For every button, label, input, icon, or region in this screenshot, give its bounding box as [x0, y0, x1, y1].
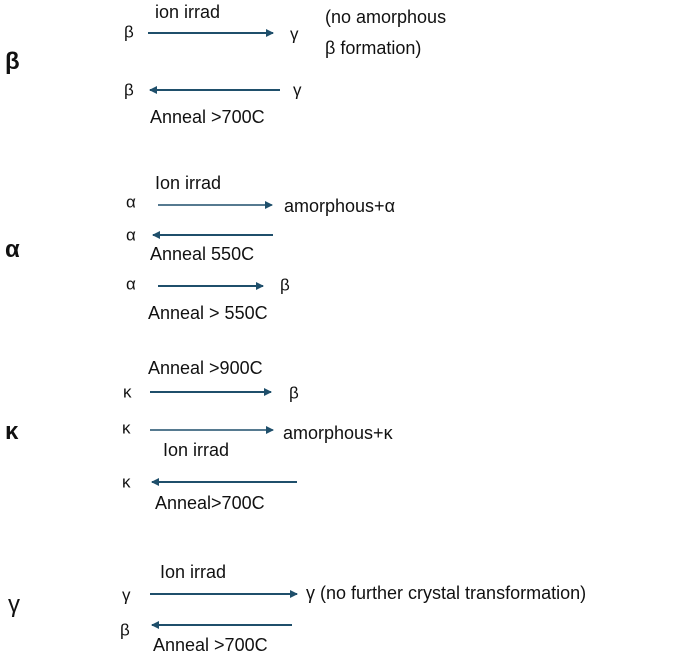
phase-symbol: β: [280, 275, 290, 295]
process-label: Ion irrad: [155, 173, 222, 193]
phase-symbol: γ: [290, 24, 299, 44]
section-label-gamma: γ: [8, 591, 20, 618]
process-label: Anneal 550C: [150, 244, 255, 264]
product-label: γ (no further crystal transformation): [306, 583, 587, 603]
phase-symbol: β: [124, 22, 134, 42]
note-text: β formation): [325, 38, 422, 58]
process-label: Anneal > 550C: [148, 303, 268, 323]
process-label: Ion irrad: [160, 562, 227, 582]
product-label: amorphous+α: [284, 196, 395, 216]
phase-symbol: α: [126, 274, 136, 294]
phase-symbol: α: [126, 192, 136, 212]
phase-symbol: κ: [122, 472, 131, 492]
process-label: Anneal >700C: [153, 635, 268, 655]
section-label-alpha: α: [5, 236, 20, 263]
process-label: Anneal >700C: [150, 107, 265, 127]
process-label: ion irrad: [155, 2, 221, 22]
note-text: (no amorphous: [325, 7, 447, 27]
phase-symbol: κ: [122, 418, 131, 438]
section-label-kappa: κ: [5, 418, 19, 445]
section-label-beta: β: [5, 48, 20, 75]
phase-symbol: β: [124, 80, 134, 100]
product-label: amorphous+κ: [283, 423, 393, 443]
phase-symbol: β: [289, 383, 299, 403]
phase-symbol: κ: [123, 382, 132, 402]
phase-symbol: γ: [293, 80, 302, 100]
process-label: Ion irrad: [163, 440, 230, 460]
phase-symbol: γ: [122, 585, 131, 605]
process-label: Anneal>700C: [155, 493, 265, 513]
phase-symbol: α: [126, 225, 136, 245]
phase-symbol: β: [120, 620, 130, 640]
process-label: Anneal >900C: [148, 358, 263, 378]
